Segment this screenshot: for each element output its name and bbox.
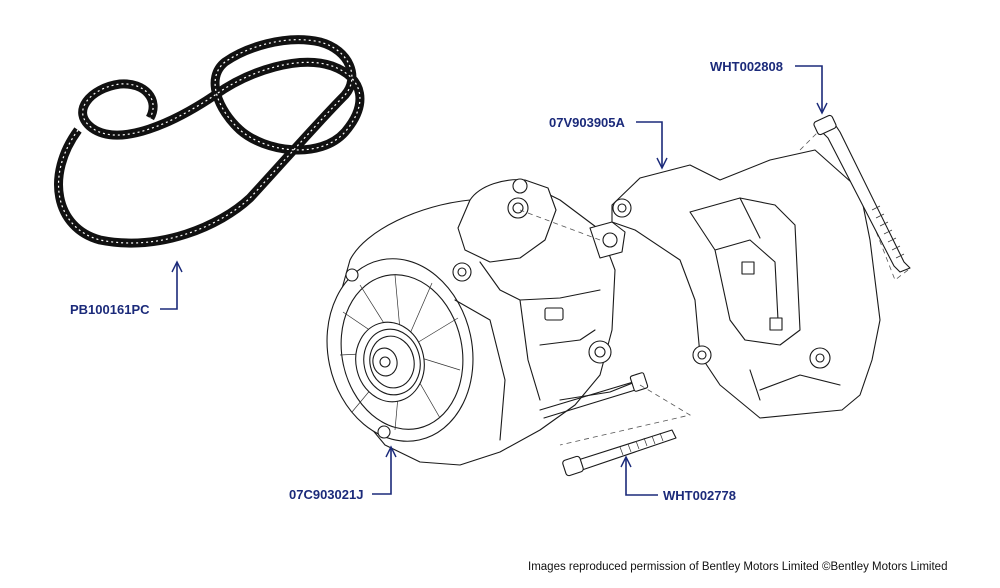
part-label-belt[interactable]: PB100161PC (70, 302, 150, 317)
drive-belt-illustration (54, 35, 365, 248)
leader-alternator (372, 445, 397, 495)
part-label-bracket[interactable]: 07V903905A (549, 115, 625, 130)
copyright-notice: Images reproduced permission of Bentley … (528, 561, 948, 573)
mounting-bracket-illustration (519, 129, 909, 446)
alternator-illustration (326, 178, 649, 466)
leader-long-bolt (795, 65, 828, 115)
part-label-short-bolt[interactable]: WHT002778 (663, 488, 736, 503)
leader-belt (160, 260, 183, 310)
part-label-alternator[interactable]: 07C903021J (289, 487, 364, 502)
long-bolt-illustration (813, 114, 911, 273)
short-bolt-illustration (562, 429, 677, 477)
leader-bracket (636, 121, 668, 170)
part-label-long-bolt[interactable]: WHT002808 (710, 59, 783, 74)
leader-short-bolt (620, 455, 658, 496)
